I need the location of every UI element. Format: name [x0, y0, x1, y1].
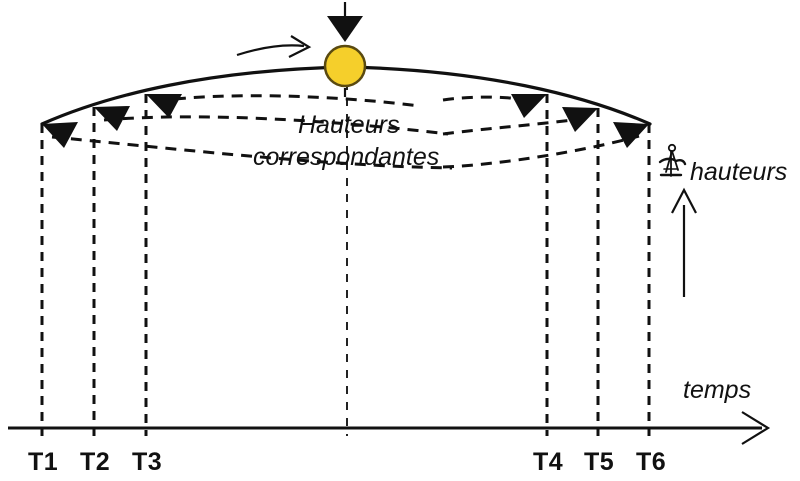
time-axis-arrowhead: [741, 411, 771, 445]
time-tick-labels: T1 T2 T3 T4 T5 T6: [28, 448, 666, 476]
tick-label-t5: T5: [584, 448, 614, 476]
correspondence-curve-t3: [155, 94, 421, 108]
direction-of-travel-arrow: [236, 35, 312, 58]
theodolite-icon: [658, 143, 687, 177]
center-note-line1: Hauteurs: [298, 111, 399, 139]
tick-label-t1: T1: [28, 448, 58, 476]
arrowhead-t1: [42, 122, 78, 148]
projectile-ball: [323, 44, 367, 88]
correspondence-curve-t2: [103, 115, 449, 136]
center-note-line2: correspondantes: [253, 143, 439, 171]
time-axis-label: temps: [683, 376, 751, 404]
apex-down-arrow: [327, 2, 363, 42]
height-axis-label: hauteurs: [690, 158, 787, 186]
time-axis: temps: [8, 376, 771, 445]
correspondence-curves-left: [51, 94, 453, 170]
arrowhead-t2: [94, 106, 130, 131]
tick-label-t3: T3: [132, 448, 162, 476]
correspondence-curve-t1: [51, 135, 453, 170]
tick-label-t4: T4: [533, 448, 563, 476]
tick-label-t6: T6: [636, 448, 666, 476]
arrowhead-t6: [613, 122, 649, 148]
time-gridlines: [40, 82, 651, 436]
correspondence-curve-t5: [442, 116, 589, 136]
arrowhead-t3: [146, 94, 182, 118]
height-axis: hauteurs: [658, 143, 787, 297]
correspondence-curve-t6: [442, 134, 640, 169]
correspondence-arrowheads: [42, 94, 649, 148]
arrowhead-t4: [511, 94, 547, 118]
height-axis-arrowhead: [671, 187, 697, 214]
tick-label-t2: T2: [80, 448, 110, 476]
arrowhead-t5: [562, 107, 598, 132]
